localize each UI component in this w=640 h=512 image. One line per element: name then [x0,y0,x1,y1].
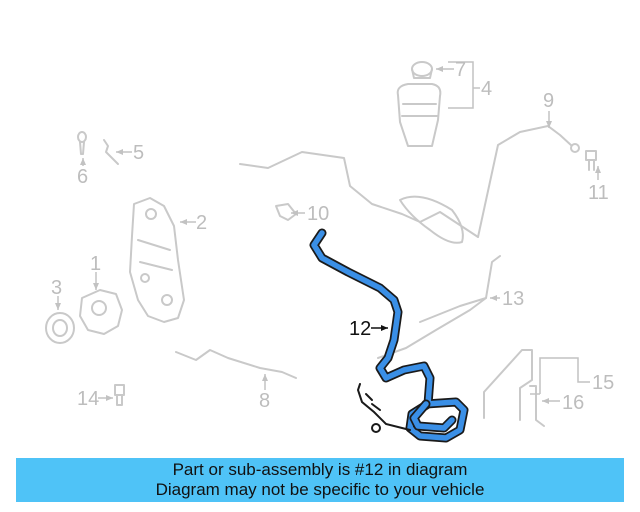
leader-lines [55,61,601,404]
callout-1: 1 [90,253,101,275]
highlighted-hose-12 [309,228,469,443]
callout-5: 5 [133,142,144,164]
callout-2: 2 [196,212,207,234]
pump-1-part [79,289,123,335]
fitting-14-part [114,384,125,406]
bracket-5-part [103,139,119,165]
upper-hose-part [239,151,479,238]
reservoir-part [396,83,442,147]
callout-4: 4 [481,78,492,100]
callout-15: 15 [592,372,614,394]
reservoir-cap-part [411,61,433,79]
callout-9: 9 [543,90,554,112]
callout-6: 6 [77,166,88,188]
callout-11: 11 [588,182,609,204]
pipe-13-part [377,255,501,359]
callout-14: 14 [77,388,99,410]
callout-8: 8 [259,390,270,412]
hose-8-part [175,349,297,379]
hose-coil-part [399,195,464,244]
callout-7: 7 [455,59,466,81]
callout-16: 16 [562,392,584,414]
clip-10-part [275,203,297,221]
pulley-3-part [45,312,75,344]
bracket-15-part [483,349,533,421]
bolt-6-part [77,131,87,155]
callout-3: 3 [51,277,62,299]
bolt-11-part [585,150,597,171]
callout-13: 13 [502,288,524,310]
bracket-16-part [529,385,545,427]
pipe-9-part [477,125,573,238]
info-banner: Part or sub-assembly is #12 in diagram D… [16,458,624,502]
banner-line-part-info: Part or sub-assembly is #12 in diagram [172,460,468,479]
engine-cover-part [129,197,185,323]
callout-12: 12 [349,318,371,340]
banner-line-disclaimer: Diagram may not be specific to your vehi… [155,480,485,499]
callout-10: 10 [307,203,329,225]
